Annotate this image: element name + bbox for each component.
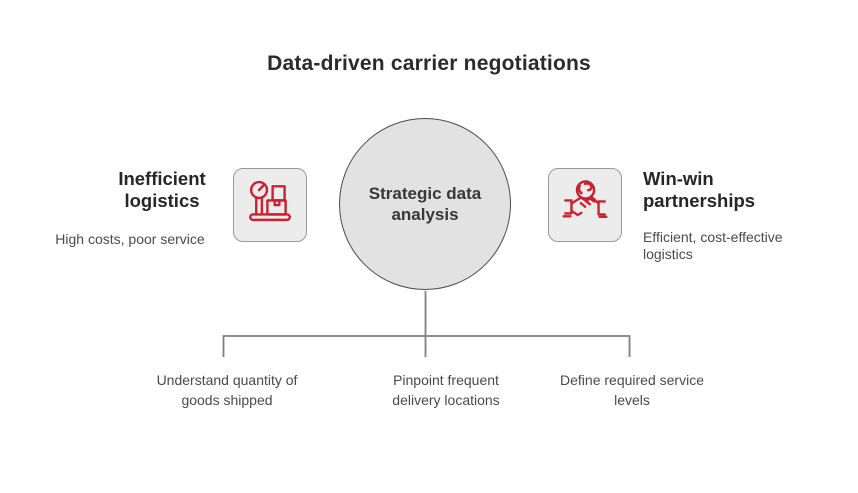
left-subtitle: High costs, poor service bbox=[55, 231, 205, 247]
handshake-icon bbox=[560, 178, 610, 233]
branch-label-quantity: Understand quantity of goods shipped bbox=[156, 372, 298, 408]
page-title: Data-driven carrier negotiations bbox=[267, 52, 591, 75]
right-heading: Win-win partnerships bbox=[643, 168, 756, 211]
right-subtitle: Efficient, cost-effective logistics bbox=[643, 229, 783, 262]
branch-label-locations: Pinpoint frequent delivery locations bbox=[392, 372, 500, 408]
left-heading: Inefficient logistics bbox=[118, 168, 206, 211]
branch-label-service-levels: Define required service levels bbox=[560, 372, 704, 408]
right-icon-box bbox=[548, 168, 622, 242]
weighing-scale-icon bbox=[245, 178, 295, 233]
left-icon-box bbox=[233, 168, 307, 242]
central-node: Strategic data analysis bbox=[339, 118, 511, 290]
central-node-label: Strategic data analysis bbox=[368, 184, 482, 224]
